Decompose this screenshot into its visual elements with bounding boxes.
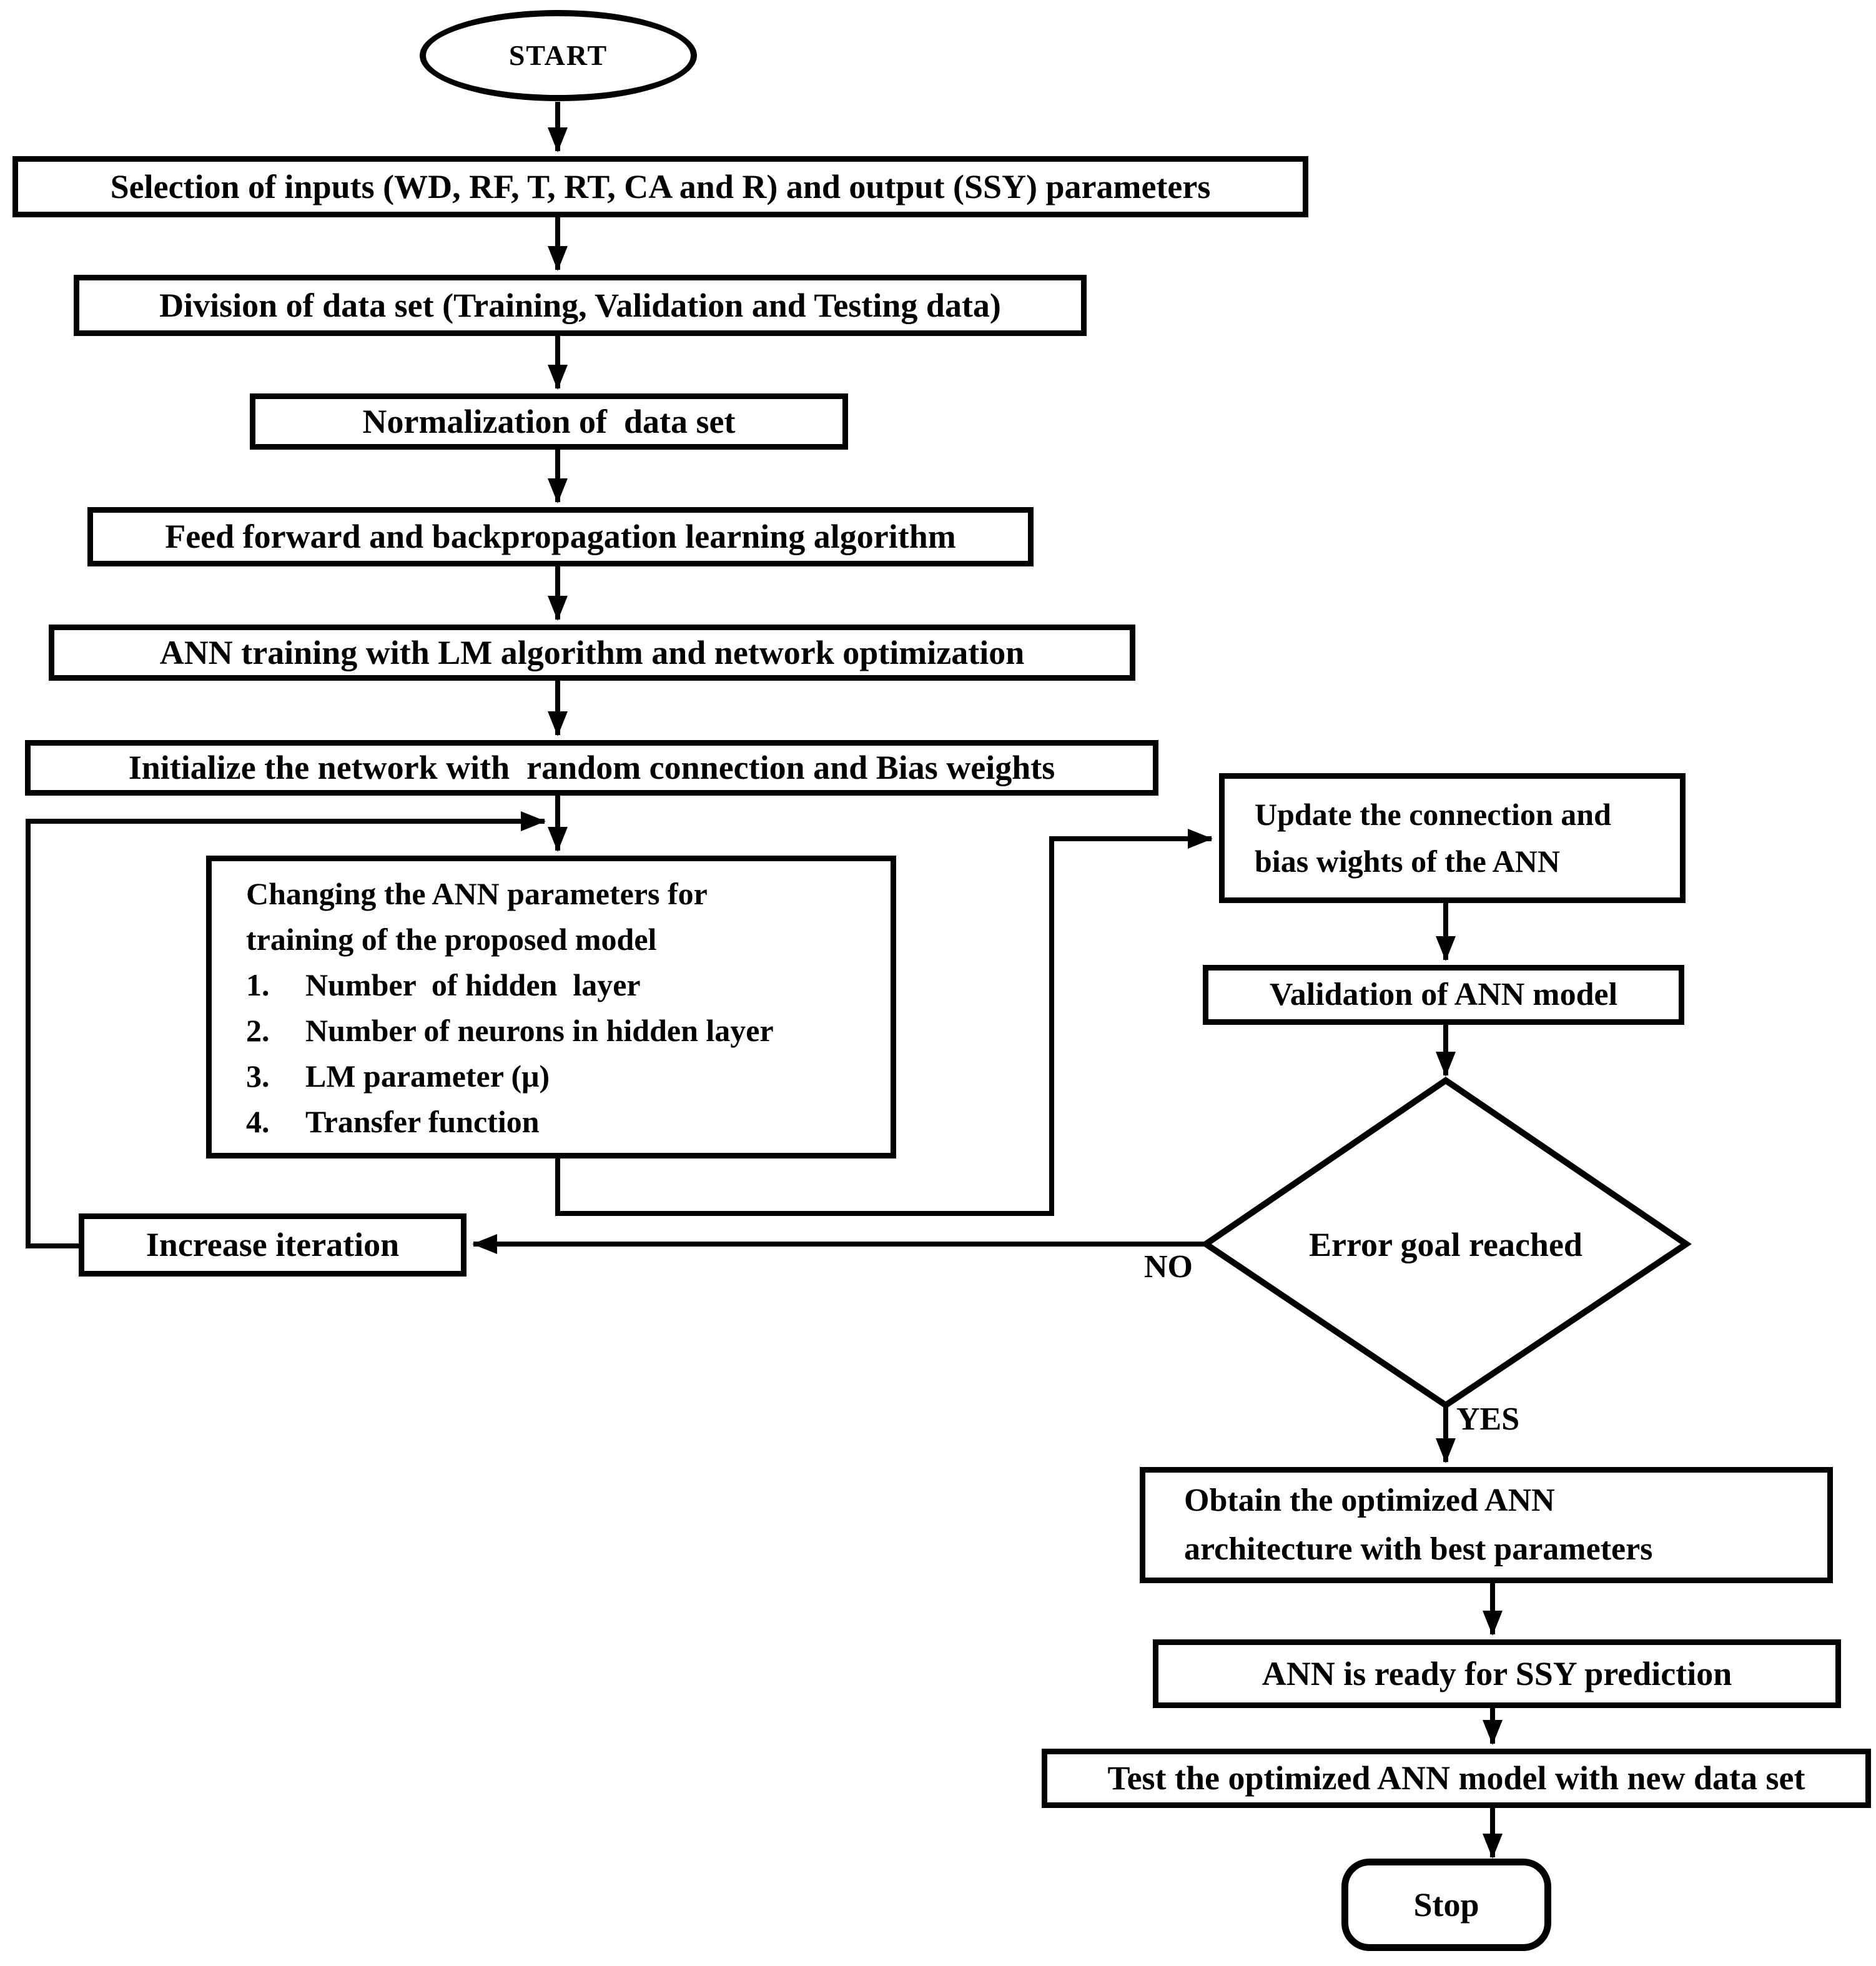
edge-label-yes: YES [1456,1401,1520,1437]
connector-increase-loop [26,811,546,1248]
node-normalization: Normalization of data set [250,393,848,450]
connector-changing-to-update [555,829,1213,1216]
decision-label: Error goal reached [1309,1226,1582,1263]
edge-label-no: NO [1144,1249,1193,1285]
node-obtain: Obtain the optimized ANN architecture wi… [1140,1467,1833,1583]
node-ready: ANN is ready for SSY prediction [1153,1639,1841,1708]
changing-item-label: Transfer function [305,1104,540,1139]
changing-title: Changing the ANN parameters for training… [246,876,708,957]
node-increase: Increase iteration [79,1213,467,1277]
node-test: Test the optimized ANN model with new da… [1042,1749,1871,1808]
node-selection: Selection of inputs (WD, RF, T, RT, CA a… [12,156,1308,217]
changing-item-label: Number of hidden layer [305,967,641,1002]
changing-item-number: 3. [246,1059,270,1094]
node-training: ANN training with LM algorithm and netwo… [49,625,1135,681]
node-division: Division of data set (Training, Validati… [74,275,1087,336]
changing-item-number: 2. [246,1013,270,1048]
node-update: Update the connection and bias wights of… [1219,773,1686,903]
node-initialize: Initialize the network with random conne… [25,740,1158,796]
changing-item-label: LM parameter (μ) [305,1059,550,1094]
changing-item-number: 1. [246,967,270,1002]
node-stop: Stop [1341,1859,1551,1951]
node-start: START [420,10,697,101]
changing-item-number: 4. [246,1104,270,1139]
node-validation: Validation of ANN model [1203,965,1684,1025]
changing-item-label: Number of neurons in hidden layer [305,1013,774,1048]
changing-item: 1. Number of hidden layer [246,962,878,1008]
changing-item: 2. Number of neurons in hidden layer [246,1008,878,1054]
changing-item: 4. Transfer function [246,1099,878,1145]
changing-item: 3. LM parameter (μ) [246,1054,878,1099]
decision-diamond [1200,1076,1692,1410]
node-feedforward: Feed forward and backpropagation learnin… [87,507,1034,566]
node-changing: Changing the ANN parameters for training… [206,856,896,1158]
